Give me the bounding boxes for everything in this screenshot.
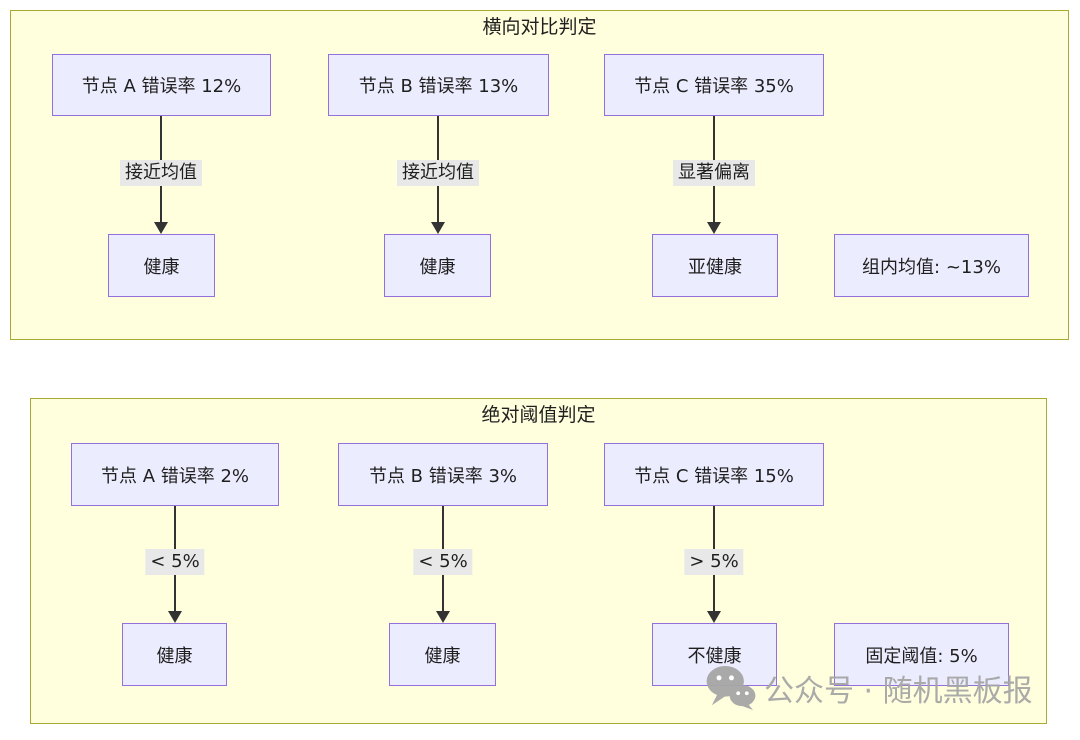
section-title: 绝对阈值判定 xyxy=(481,404,596,426)
result-node-b: 健康 xyxy=(384,234,491,297)
node-a-error-rate: 节点 A 错误率 2% xyxy=(71,443,279,506)
info-box-fixed-threshold: 固定阈值: 5% xyxy=(834,623,1009,686)
arrowhead-icon xyxy=(168,611,182,623)
section-absolute-threshold: 绝对阈值判定 节点 A 错误率 2% < 5% 健康 节点 B 错误率 3% <… xyxy=(30,398,1047,724)
node-b-error-rate: 节点 B 错误率 13% xyxy=(328,54,549,116)
result-node-a: 健康 xyxy=(122,623,227,686)
watermark: 公众号 · 随机黑板报 xyxy=(706,665,1033,710)
edge-label: 接近均值 xyxy=(397,160,479,186)
section-title: 横向对比判定 xyxy=(482,16,597,38)
node-c-error-rate: 节点 C 错误率 35% xyxy=(604,54,824,116)
result-node-b: 健康 xyxy=(389,623,496,686)
info-box-group-mean: 组内均值: ~13% xyxy=(834,234,1029,297)
result-node-a: 健康 xyxy=(108,234,215,297)
arrowhead-icon xyxy=(431,222,445,234)
node-a-error-rate: 节点 A 错误率 12% xyxy=(52,54,271,116)
edge-label: < 5% xyxy=(145,549,205,575)
arrowhead-icon xyxy=(707,222,721,234)
node-c-error-rate: 节点 C 错误率 15% xyxy=(604,443,824,506)
watermark-text: 公众号 · 随机黑板报 xyxy=(764,673,1033,709)
arrowhead-icon xyxy=(707,611,721,623)
node-b-error-rate: 节点 B 错误率 3% xyxy=(338,443,548,506)
edge-label: 接近均值 xyxy=(120,160,202,186)
edge-label: < 5% xyxy=(413,549,473,575)
wechat-icon xyxy=(706,665,756,710)
edge-label: > 5% xyxy=(684,549,744,575)
arrowhead-icon xyxy=(154,222,168,234)
edge-label: 显著偏离 xyxy=(673,160,755,186)
section-horizontal-compare: 横向对比判定 节点 A 错误率 12% 接近均值 健康 节点 B 错误率 13%… xyxy=(10,10,1069,340)
result-node-c: 亚健康 xyxy=(652,234,778,297)
arrowhead-icon xyxy=(436,611,450,623)
